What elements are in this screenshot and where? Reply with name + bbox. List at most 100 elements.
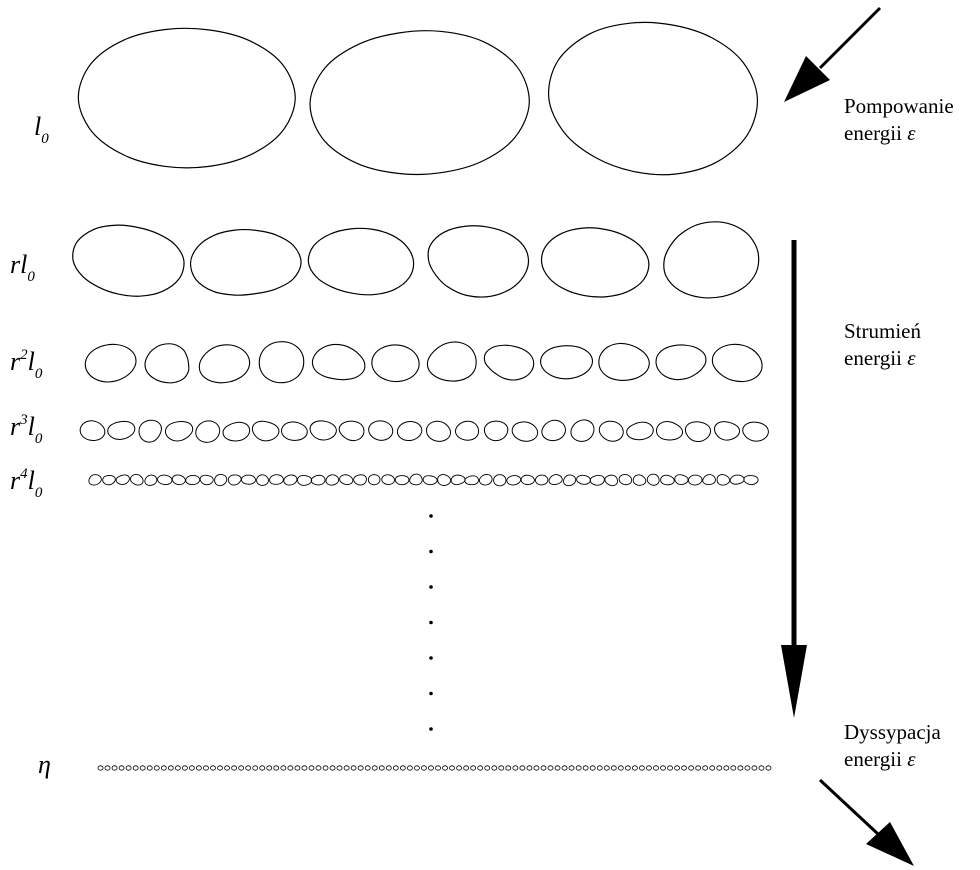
eddy xyxy=(751,765,758,771)
eddy xyxy=(449,765,455,771)
eddy xyxy=(598,342,650,381)
eddy xyxy=(454,420,480,441)
eddy xyxy=(624,765,631,771)
eddy xyxy=(238,765,245,771)
level-label-rl0: rl0 xyxy=(10,250,35,285)
eddy xyxy=(251,420,280,442)
eddy xyxy=(540,765,547,771)
eddy xyxy=(422,475,438,486)
eddy xyxy=(199,474,214,486)
eddy xyxy=(716,474,731,486)
eddy xyxy=(477,765,484,771)
eddy xyxy=(711,343,763,383)
eddy xyxy=(688,765,695,771)
eddy xyxy=(663,221,760,299)
eddy xyxy=(301,765,308,771)
flux-label-line1: Strumień xyxy=(844,319,921,343)
eddy xyxy=(681,765,688,771)
eddy xyxy=(307,227,415,296)
eddy xyxy=(442,765,448,771)
eddy xyxy=(102,474,116,486)
eddy xyxy=(144,343,190,384)
eddy xyxy=(540,345,594,380)
eddy xyxy=(281,421,308,441)
eddy xyxy=(256,474,269,486)
eddy-rows xyxy=(72,21,772,771)
eddy xyxy=(338,420,365,442)
eddy xyxy=(181,765,188,771)
eddy xyxy=(196,765,202,771)
eddy xyxy=(470,765,477,771)
eddy xyxy=(533,765,540,771)
eddy xyxy=(146,765,153,771)
eddy xyxy=(104,765,111,771)
eddy xyxy=(138,419,162,443)
eddy xyxy=(222,421,251,442)
eddy xyxy=(660,765,666,771)
eddy xyxy=(519,765,526,771)
eddy xyxy=(392,765,399,771)
eddy xyxy=(655,420,684,441)
ellipsis-dot xyxy=(429,514,433,518)
eddy xyxy=(730,765,737,771)
flux-label: Strumień energii ε xyxy=(844,318,921,372)
eddy xyxy=(695,765,702,771)
eddy xyxy=(227,474,242,486)
eddy xyxy=(309,420,337,441)
eddy xyxy=(742,421,769,442)
eddy xyxy=(381,474,395,485)
eddy xyxy=(758,765,765,771)
eddy xyxy=(240,474,256,485)
eddy-row-6 xyxy=(97,765,772,771)
eddy xyxy=(297,474,313,486)
eddy xyxy=(308,765,315,771)
ellipsis-dot xyxy=(429,549,433,554)
eddy xyxy=(617,765,624,771)
eddy xyxy=(329,765,336,771)
eddy-row-4 xyxy=(79,419,769,443)
eddy xyxy=(427,225,530,298)
eddy xyxy=(674,474,689,485)
eddy xyxy=(309,30,530,176)
eddy xyxy=(618,474,633,486)
eddy xyxy=(252,765,259,771)
eddy xyxy=(144,474,158,486)
dissipation-label-line2: energii ε xyxy=(844,747,916,771)
ellipsis-dot xyxy=(429,691,433,696)
eddy xyxy=(554,765,561,771)
eddy xyxy=(171,474,186,486)
eddy xyxy=(245,765,252,771)
eddy xyxy=(428,765,434,771)
eddy xyxy=(310,474,326,486)
eddy xyxy=(702,765,709,771)
eddy xyxy=(322,765,329,771)
energy-flux-arrow xyxy=(781,240,807,718)
eddy xyxy=(350,765,357,771)
eddy xyxy=(273,765,280,771)
eddy xyxy=(660,474,675,486)
eddy xyxy=(203,765,209,771)
eddy xyxy=(596,765,603,771)
eddy xyxy=(364,765,371,771)
eddy xyxy=(498,765,505,771)
eddy xyxy=(702,474,716,486)
eddy xyxy=(478,473,493,486)
eddy xyxy=(425,420,452,442)
eddy xyxy=(570,419,595,442)
eddy xyxy=(214,473,228,487)
eddy xyxy=(195,420,221,443)
level-label-eta: η xyxy=(38,750,51,779)
eddy xyxy=(287,765,294,771)
level-label-l0: l0 xyxy=(34,112,49,147)
eddy xyxy=(729,474,745,485)
eddy xyxy=(589,474,605,486)
eddy xyxy=(315,765,322,771)
eddy xyxy=(406,765,413,771)
eddy xyxy=(744,765,751,771)
eddy xyxy=(164,420,194,442)
dissipation-label-line1: Dyssypacja xyxy=(844,720,941,744)
eddy xyxy=(667,765,673,771)
eddy xyxy=(266,765,273,771)
eddy xyxy=(576,474,591,485)
eddy xyxy=(325,474,340,486)
